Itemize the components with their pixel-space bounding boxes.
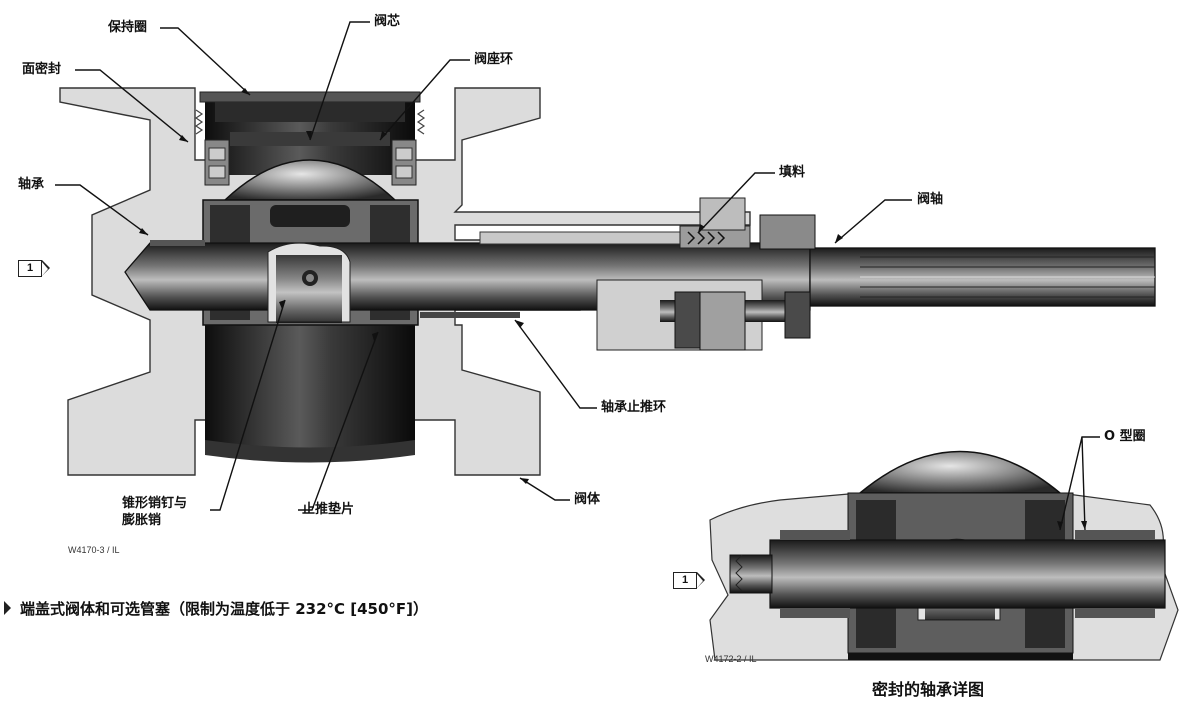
bearing-detail-view bbox=[709, 450, 1179, 661]
packing-assembly bbox=[479, 197, 816, 351]
label-taper-pin-line1: 锥形销钉与 bbox=[122, 496, 188, 511]
label-o-ring: O 型圈 bbox=[1104, 429, 1146, 444]
label-valve-plug: 阀芯 bbox=[374, 14, 401, 29]
note-marker-main: 1 bbox=[18, 260, 50, 277]
flow-passage-lower bbox=[205, 315, 415, 455]
note-marker-detail: 1 bbox=[673, 572, 705, 589]
label-retainer: 保持圈 bbox=[108, 20, 148, 35]
note-marker-caption bbox=[4, 601, 11, 615]
label-taper-pin-line2: 膨胀销 bbox=[122, 513, 162, 528]
figure-code-main: W4170-3 / IL bbox=[68, 545, 120, 555]
main-caption: 端盖式阀体和可选管塞（限制为温度低于 232°C [450°F]） bbox=[20, 600, 429, 618]
bearing-stop bbox=[420, 312, 520, 318]
label-bearing-stop: 轴承止推环 bbox=[601, 400, 667, 415]
bearing-left bbox=[150, 240, 205, 246]
detail-caption: 密封的轴承详图 bbox=[872, 680, 985, 699]
label-body: 阀体 bbox=[574, 492, 601, 507]
figure-code-detail: W4172-2 / IL bbox=[705, 654, 757, 664]
retainer-ring bbox=[194, 91, 426, 135]
leader-arrowheads bbox=[139, 88, 1087, 530]
label-face-seal: 面密封 bbox=[22, 62, 62, 77]
leader-lines bbox=[55, 21, 1100, 531]
face-seal bbox=[204, 139, 417, 186]
label-shaft: 阀轴 bbox=[917, 192, 944, 207]
label-packing: 填料 bbox=[779, 165, 806, 180]
taper-pin-window bbox=[267, 242, 351, 323]
label-bearing: 轴承 bbox=[18, 177, 45, 192]
label-seat-ring: 阀座环 bbox=[474, 52, 514, 67]
label-thrust-washer: 止推垫片 bbox=[302, 502, 355, 517]
